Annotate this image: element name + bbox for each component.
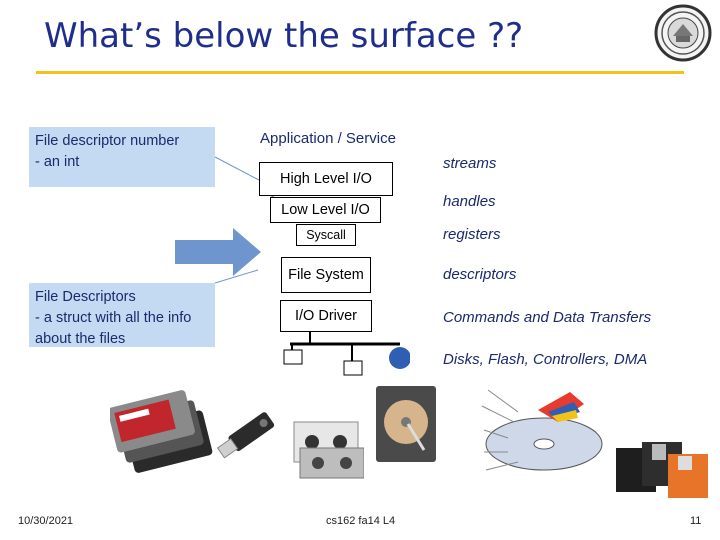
floppy-disks-image (616, 442, 708, 498)
label-streams: streams (443, 155, 497, 172)
university-seal-icon (654, 4, 712, 62)
footer-date: 10/30/2021 (18, 515, 74, 527)
right-arrow-icon (175, 228, 261, 276)
footer-course: cs162 fa14 L4 (326, 515, 396, 527)
label-commands-data-transfers: Commands and Data Transfers (443, 309, 652, 326)
slide-title: What’s below the surface ?? (44, 16, 524, 56)
cassette-tapes-image (293, 421, 364, 479)
ssd-drives-image (110, 390, 213, 473)
callout-file-descriptor-number: File descriptor number - an int (29, 127, 215, 187)
label-disks-flash-controllers: Disks, Flash, Controllers, DMA (443, 351, 648, 368)
layer-syscall: Syscall (296, 224, 356, 246)
layer-io-driver: I/O Driver (280, 300, 372, 332)
callout-text: File descriptor number - an int (35, 133, 180, 170)
callout-text: File Descriptors - a struct with all the… (35, 289, 192, 347)
callout-file-descriptors: File Descriptors - a struct with all the… (29, 283, 215, 347)
label-handles: handles (443, 193, 496, 210)
usb-flash-drive-image (216, 412, 275, 459)
layer-file-system: File System (281, 257, 371, 293)
label-registers: registers (443, 226, 501, 243)
layer-low-level-io: Low Level I/O (270, 197, 381, 223)
title-underline (36, 71, 684, 74)
hard-disk-image (376, 386, 436, 462)
disk-mechanism-diagram (481, 389, 603, 471)
hardware-bus-diagram (283, 332, 410, 376)
page-number: 11 (690, 515, 702, 527)
layer-high-level-io: High Level I/O (259, 162, 393, 196)
label-descriptors: descriptors (443, 266, 517, 283)
application-service-label: Application / Service (260, 130, 396, 147)
